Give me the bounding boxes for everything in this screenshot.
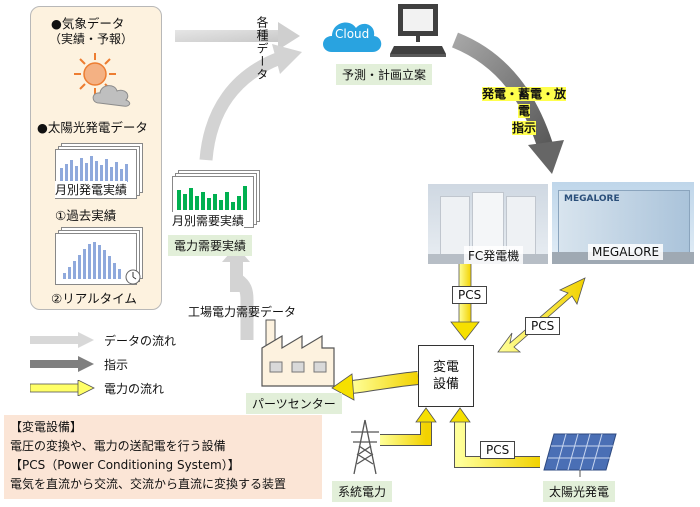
monthly-demand-chart: 月別需要実績: [172, 170, 260, 229]
instruction-label: 発電・蓄電・放電 指示: [478, 86, 570, 137]
legend-label: 電力の流れ: [104, 382, 165, 396]
demand-bars: [177, 186, 247, 210]
past-results-label: ①過去実績: [55, 208, 117, 223]
solar-power-label: 太陽光発電: [543, 481, 616, 502]
weather-data-subtitle: （実績・予報）: [49, 32, 134, 46]
monthly-generation-label: 月別発電実績: [55, 181, 128, 198]
forecast-planning-label: 予測・計画立案: [336, 64, 433, 85]
factory-demand-data-label: 工場電力需要データ: [188, 305, 297, 319]
pcs-box-solar: PCS: [480, 441, 516, 459]
legend-item-power-flow: 電力の流れ: [30, 378, 220, 398]
pcs-box-fc: PCS: [452, 286, 488, 304]
note-substation-text: 電圧の変換や、電力の送配電を行う設備: [10, 439, 226, 453]
generation-bars: [60, 156, 128, 182]
power-tower-icon: [351, 419, 379, 475]
legend-item-data-flow: データの流れ: [30, 330, 220, 350]
power-demand-label: 電力需要実績: [168, 235, 253, 256]
instruction-text: 発電・蓄電・放電 指示: [481, 87, 566, 135]
megalore-label: MEGALORE: [588, 244, 664, 260]
note-pcs-text: 電気を直流から交流、交流から直流に変換する装置: [10, 477, 287, 491]
realtime-bars: [63, 242, 121, 279]
legend: データの流れ 指示 電力の流れ: [30, 330, 220, 400]
data-arrow-to-cloud: [175, 22, 300, 50]
fc-generator-photo: FC発電機: [428, 184, 548, 264]
power-arrow-substation-megalore: [497, 277, 586, 353]
clock-icon: [125, 269, 141, 285]
data-arrow-demand-to-cloud: [199, 44, 302, 161]
power-arrow-solar-to-substation: [449, 407, 540, 468]
megalore-photo: MEGALORE MEGALORE: [552, 182, 694, 264]
power-arrow-grid-to-substation: [380, 407, 437, 446]
fc-generator-label: FC発電機: [464, 246, 524, 264]
factory-icon: [261, 319, 335, 387]
legend-gray-arrow-icon: [30, 332, 94, 348]
computer-icon: [390, 4, 446, 57]
monthly-generation-chart: 月別発電実績: [55, 143, 143, 199]
cloud-icon: [323, 22, 382, 52]
realtime-label: ②リアルタイム: [51, 291, 137, 306]
pcs-box-megalore: PCS: [525, 317, 561, 335]
note-substation-heading: 【変電設備】: [10, 420, 83, 434]
power-arrow-substation-to-parts: [331, 371, 419, 401]
legend-item-instruction: 指示: [30, 354, 220, 374]
data-arrow-parts-to-demand: [222, 246, 254, 340]
instruction-arrow: [451, 32, 564, 174]
parts-center-label: パーツセンター: [246, 393, 342, 414]
sun-cloud-icon: [74, 53, 131, 107]
various-data-label: 各種データ: [255, 16, 269, 81]
legend-label: データの流れ: [104, 334, 177, 348]
data-sources-panel: ●気象データ （実績・予報） ●太陽光発電データ: [30, 6, 162, 310]
monthly-demand-label: 月別需要実績: [172, 212, 245, 229]
definitions-box: 【変電設備】 電圧の変換や、電力の送配電を行う設備 【PCS（Power Con…: [4, 415, 322, 499]
solar-panel-icon: [543, 433, 617, 477]
megalore-brand: MEGALORE: [564, 194, 620, 204]
legend-yellow-arrow-icon: [30, 380, 95, 396]
substation-box: 変電 設備: [418, 345, 474, 407]
legend-dark-arrow-icon: [30, 356, 94, 372]
weather-data-title: ●気象データ: [51, 16, 125, 31]
cloud-label: Cloud: [335, 27, 370, 41]
note-pcs-heading: 【PCS（Power Conditioning System）】: [10, 458, 240, 472]
legend-label: 指示: [104, 358, 129, 372]
grid-power-label: 系統電力: [332, 481, 393, 502]
solar-data-title: ●太陽光発電データ: [37, 120, 148, 135]
realtime-chart: [55, 227, 145, 285]
